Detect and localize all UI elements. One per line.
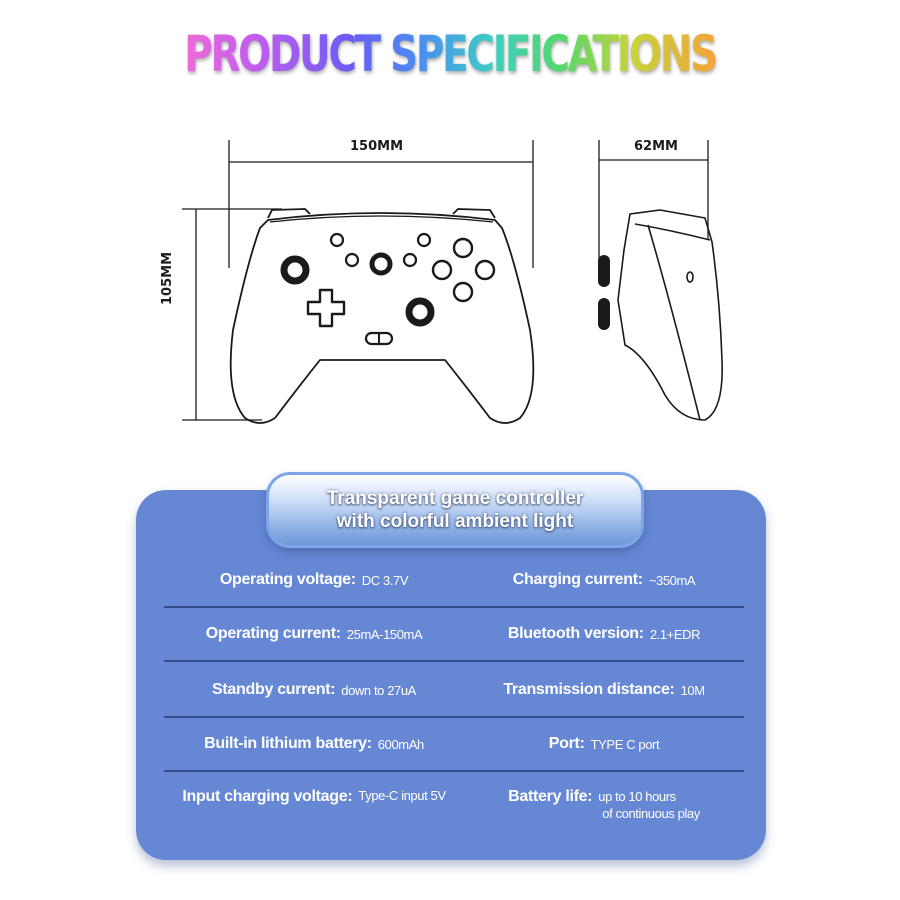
spec-bluetooth-version: Bluetooth version: 2.1+EDR [464,608,744,660]
spec-row: Built-in lithium battery: 600mAh Port: T… [164,718,744,772]
spec-value: 10M [680,682,705,698]
spec-transmission-distance: Transmission distance: 10M [464,664,744,716]
spec-battery-life: Battery life: up to 10 hours of continuo… [464,774,744,838]
row-divider [164,660,744,662]
spec-label: Bluetooth version: [507,625,644,642]
dimension-diagram: 150MM 62MM 105MM [160,139,723,424]
spec-value: Type-C input 5V [358,788,446,803]
row-divider [164,770,744,772]
feature-badge: Transparent game controller with colorfu… [266,472,644,548]
spec-charging-current: Charging current: ~350mA [464,554,744,606]
spec-operating-voltage: Operating voltage: DC 3.7V [164,554,464,606]
badge-line-2: with colorful ambient light [336,511,574,532]
spec-row: Standby current: down to 27uA Transmissi… [164,664,744,718]
spec-input-charging-voltage: Input charging voltage: Type-C input 5V [164,774,464,838]
spec-value: 2.1+EDR [649,626,701,642]
spec-label: Operating current: [205,625,341,642]
width-dimension-label: 150MM [350,139,404,154]
spec-value: DC 3.7V [361,572,409,588]
spec-label: Charging current: [512,571,643,588]
spec-label: Standby current: [212,681,336,698]
spec-label: Port: [548,735,585,752]
height-dimension-label: 105MM [160,251,175,305]
badge-line-1: Transparent game controller [326,488,584,509]
spec-label: Battery life: [508,788,593,805]
spec-port: Port: TYPE C port [464,718,744,770]
spec-label: Operating voltage: [219,571,356,588]
spec-lithium-battery: Built-in lithium battery: 600mAh [164,718,464,770]
controller-line-drawing [182,140,723,424]
spec-value: down to 27uA [341,682,416,698]
spec-standby-current: Standby current: down to 27uA [164,664,464,716]
spec-label: Built-in lithium battery: [204,735,372,752]
spec-value: 25mA-150mA [346,626,423,642]
spec-operating-current: Operating current: 25mA-150mA [164,608,464,660]
row-divider [164,716,744,718]
spec-card [136,490,766,860]
depth-dimension-label: 62MM [634,139,678,154]
page-title: PRODUCT SPECIFICATIONS [99,22,801,86]
spec-row: Operating voltage: DC 3.7V Charging curr… [164,554,744,608]
spec-value: TYPE C port [590,736,660,752]
spec-value: 600mAh [377,736,424,752]
row-divider [164,606,744,608]
spec-value-line-1: up to 10 hours [598,789,676,804]
spec-row: Operating current: 25mA-150mA Bluetooth … [164,608,744,662]
spec-row: Input charging voltage: Type-C input 5V … [164,774,744,838]
spec-value-line-2: of continuous play [602,806,700,821]
spec-value: up to 10 hours of continuous play [598,788,700,822]
spec-label: Input charging voltage: [182,788,353,805]
spec-value: ~350mA [648,572,696,588]
spec-label: Transmission distance: [503,681,675,698]
